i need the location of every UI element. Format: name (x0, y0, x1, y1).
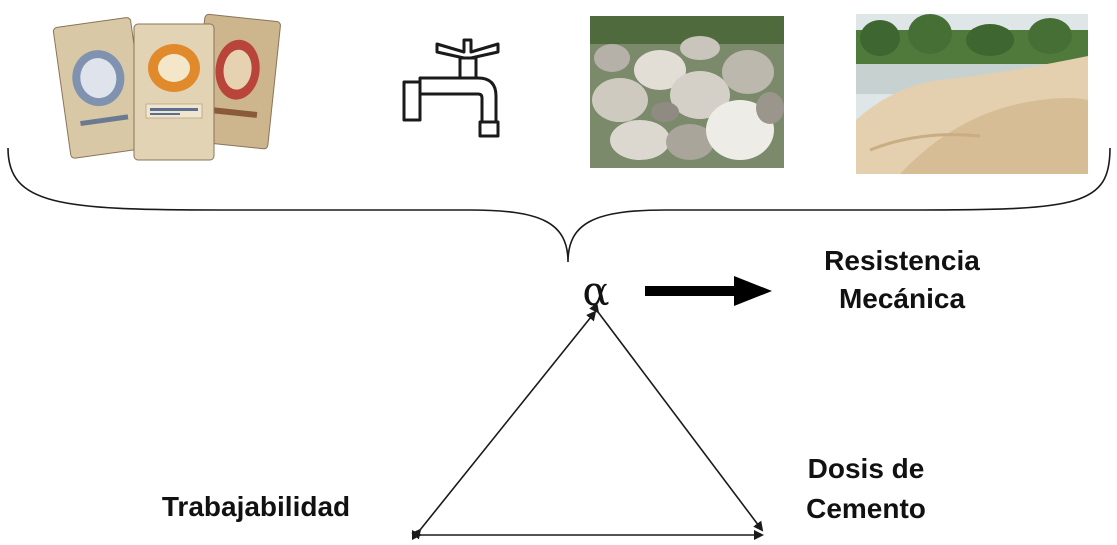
grouping-brace (7, 147, 1111, 263)
triangle-arrows (411, 302, 764, 540)
label-resistencia-line2: Mecánica (839, 283, 965, 314)
thick-arrow (645, 276, 772, 306)
arrow-right-edge (589, 302, 764, 532)
sand-pile-image (856, 14, 1088, 174)
alpha-symbol: α (582, 269, 609, 315)
label-trabajabilidad: Trabajabilidad (162, 491, 350, 522)
label-dosis-line2: Cemento (806, 493, 926, 524)
label-dosis-line1: Dosis de (808, 453, 925, 484)
aggregate-stones-image (590, 16, 784, 168)
water-faucet-icon (402, 38, 500, 138)
label-resistencia-line1: Resistencia (824, 245, 980, 276)
cement-bags-image (52, 10, 281, 162)
arrow-left-edge (411, 310, 597, 540)
